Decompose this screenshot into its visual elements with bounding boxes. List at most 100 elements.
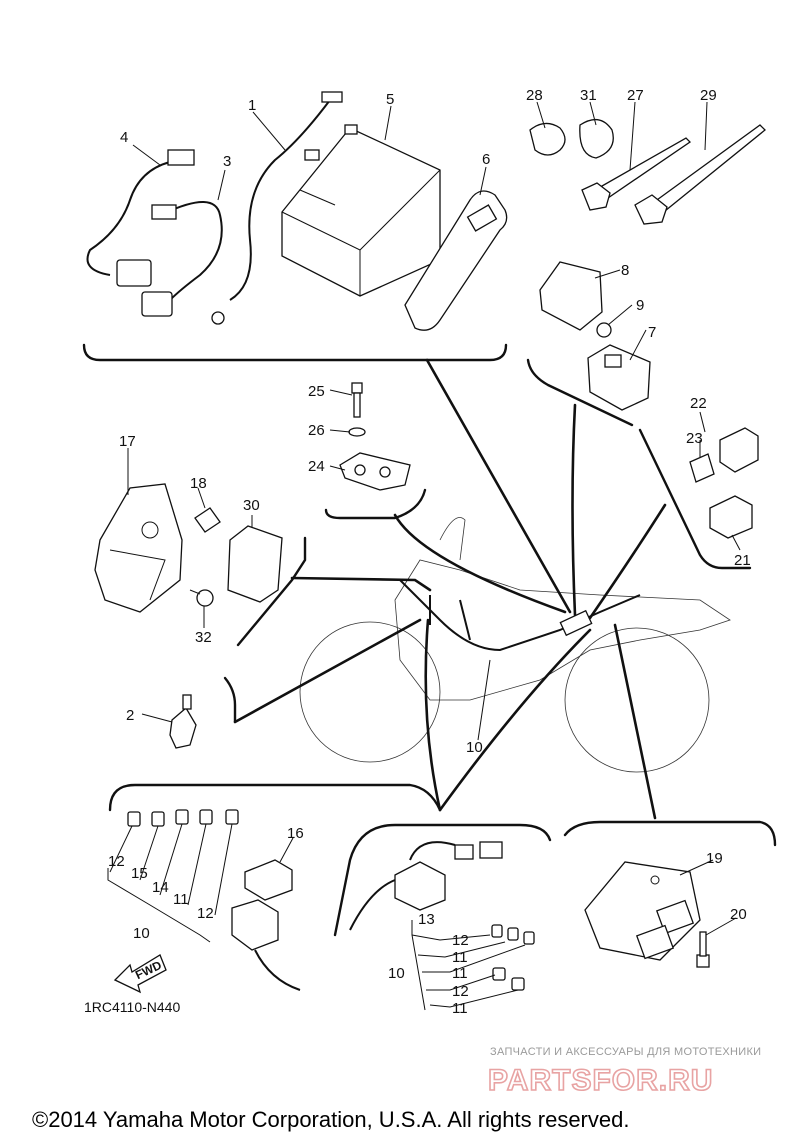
frame-bottom-center [333,823,552,937]
coupler-group [638,427,759,570]
battery-group [82,91,508,362]
callout-15: 15 [131,865,148,882]
watermark: ЗАПЧАСТИ И АКСЕССУАРЫ ДЛЯ МОТОТЕХНИКИ PA… [487,1046,761,1098]
callout-21: 21 [734,552,751,569]
callout-32: 32 [195,629,212,646]
frame-relay-group [526,358,634,427]
coupler-23[interactable] [689,453,715,483]
fwd-arrow [113,954,167,994]
frame-sensor-group [223,676,237,724]
callout-27: 27 [627,87,644,104]
bottom-right-group [563,820,777,968]
clamps-group [529,118,766,225]
watermark-tagline: ЗАПЧАСТИ И АКСЕССУАРЫ ДЛЯ МОТОТЕХНИКИ [490,1046,761,1058]
watermark-brand: PARTSFOR.RU [488,1064,713,1097]
sensor-2[interactable] [169,694,197,749]
callout-2: 2 [126,707,134,724]
callout-10b: 10 [133,925,150,942]
battery-lead[interactable] [211,91,343,325]
washer-26[interactable] [348,427,366,437]
copyright-notice: ©2014 Yamaha Motor Corporation, U.S.A. A… [32,1107,629,1132]
callout-14: 14 [152,879,169,896]
callout-11a: 11 [173,891,189,908]
bottom-left-group [107,783,442,994]
callout-10c: 10 [388,965,405,982]
callout-8: 8 [621,262,629,279]
clamp-28[interactable] [529,122,566,156]
callout-10a: 10 [466,739,483,756]
motorcycle-outline [299,517,731,773]
cable-tie-27[interactable] [581,137,692,211]
relay-group [526,261,651,427]
diagram-code: 1RC4110-N440 [84,999,180,1015]
ecu-30[interactable] [227,525,283,603]
bolt-25[interactable] [351,382,363,418]
callout-18: 18 [190,475,207,492]
callout-16: 16 [287,825,304,842]
callout-12c: 12 [452,932,469,949]
callout-12a: 12 [108,853,125,870]
callout-25: 25 [308,383,325,400]
clamp-18[interactable] [194,507,221,533]
callout-11d: 11 [452,1000,468,1017]
callout-11b: 11 [452,949,468,966]
callout-12d: 12 [452,983,469,1000]
callout-numbers: 1 5 6 4 3 28 31 27 29 8 9 7 22 23 21 25 … [108,87,751,1017]
frame-bottom-left [108,783,442,812]
callout-9: 9 [636,297,644,314]
sensor-group [169,676,237,749]
cover-17[interactable] [94,483,183,613]
coupler-16[interactable] [244,859,293,901]
ecu-group [94,483,307,647]
lead-4[interactable] [86,149,195,287]
frame-bracket-group [324,488,427,520]
callout-22: 22 [690,395,707,412]
callout-leaders [127,101,741,936]
fuse-clips-row[interactable] [127,809,239,827]
callout-7: 7 [648,324,656,341]
callout-24: 24 [308,458,325,475]
callout-26: 26 [308,422,325,439]
terminal-clips-center[interactable] [491,924,535,991]
callout-13: 13 [418,911,435,928]
callout-11c: 11 [452,965,468,982]
bolt-9[interactable] [596,322,612,338]
frame-bottom-right [563,820,777,847]
callout-12b: 12 [197,905,214,922]
callout-19: 19 [706,850,723,867]
rectifier-regulator-19[interactable] [584,861,701,961]
wire-harness-10[interactable] [399,579,641,652]
bracket-24[interactable] [339,452,411,491]
callout-5: 5 [386,91,394,108]
lead-3[interactable] [141,201,223,317]
frame-battery-group [82,343,508,362]
callout-30: 30 [243,497,260,514]
callout-17: 17 [119,433,136,450]
callout-6: 6 [482,151,490,168]
callout-3: 3 [223,153,231,170]
coupler-21[interactable] [709,495,753,539]
clamp-31[interactable] [579,118,614,159]
callout-28: 28 [526,87,543,104]
relay-cover-8[interactable] [539,261,603,331]
battery[interactable] [281,124,441,297]
starter-relay-7[interactable] [587,344,651,411]
callout-1: 1 [248,97,256,114]
coupler-harness-bottom-left[interactable] [231,899,301,991]
callout-20: 20 [730,906,747,923]
cable-tie-29[interactable] [634,124,766,225]
callout-29: 29 [700,87,717,104]
bolt-32[interactable] [189,589,214,607]
bolt-20[interactable] [696,931,710,968]
coupler-13[interactable] [349,841,503,931]
leader-lines [233,358,667,820]
callout-31: 31 [580,87,597,104]
bottom-center-group [333,823,552,1011]
coupler-22[interactable] [719,427,759,473]
bracket-group [324,382,427,520]
callout-4: 4 [120,129,128,146]
frame-coupler-group [638,428,752,570]
callout-23: 23 [686,430,703,447]
frame-ecu-group [236,536,307,647]
